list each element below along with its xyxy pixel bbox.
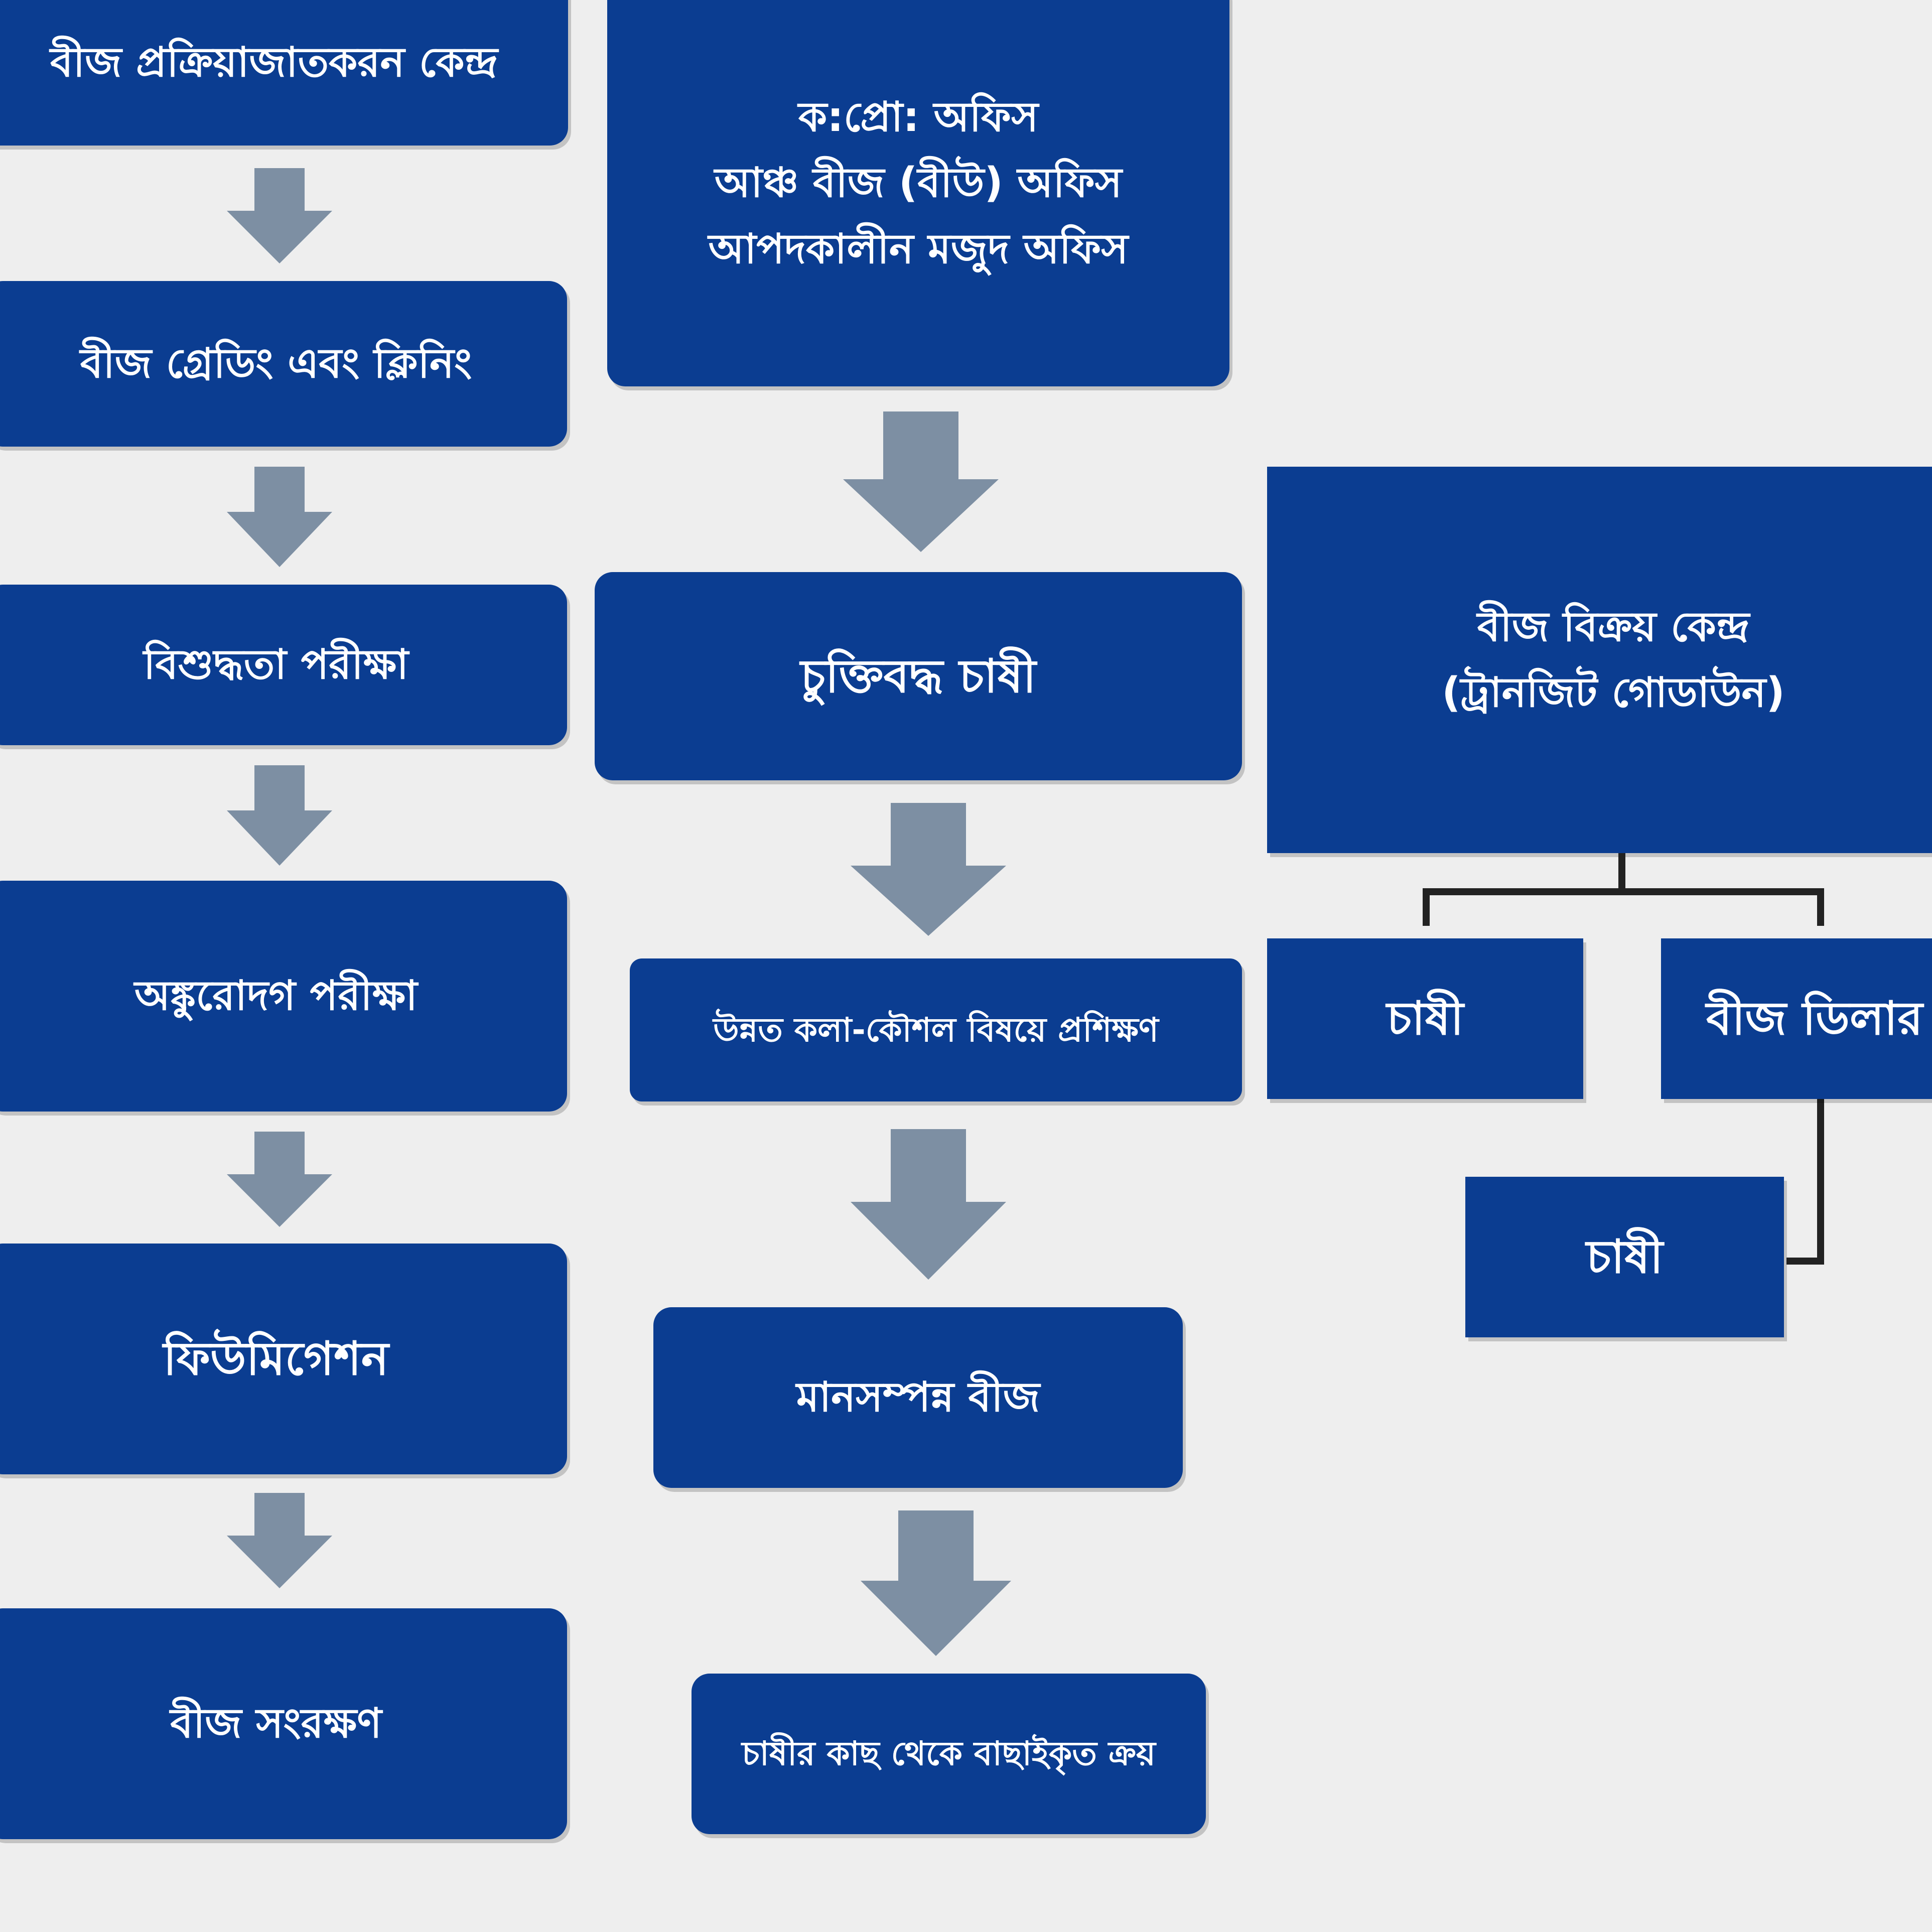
node-label: বীজ প্রক্রিয়াজাতকরন কেন্দ্র <box>50 39 498 87</box>
node-purity-test: বিশুদ্ধতা পরীক্ষা <box>0 585 567 745</box>
node-label: চাষীর কাছ থেকে বাছাইকৃত ক্রয় <box>742 1734 1156 1773</box>
connector-line <box>1618 853 1625 893</box>
arrow-down-icon <box>848 803 1009 936</box>
node-label: উন্নত কলা-কৌশল বিষয়ে প্রশিক্ষণ <box>713 1010 1159 1049</box>
arrow-down-icon <box>224 1493 335 1588</box>
node-training: উন্নত কলা-কৌশল বিষয়ে প্রশিক্ষণ <box>630 958 1242 1101</box>
connector-line <box>1423 888 1430 926</box>
arrow-down-icon <box>224 1132 335 1227</box>
connector-line <box>1817 1099 1824 1265</box>
node-processing-center: বীজ প্রক্রিয়াজাতকরন কেন্দ্র <box>0 0 568 146</box>
node-label: চাষী <box>1586 1230 1664 1284</box>
arrow-down-icon <box>848 1129 1009 1280</box>
node-contract-farmer: চুক্তিবদ্ধ চাষী <box>595 572 1242 780</box>
office-line-2: আঞ্চ বীজ (বীউ) অফিস <box>715 159 1122 207</box>
arrow-down-icon <box>841 411 1001 552</box>
node-label: চাষী <box>1387 992 1464 1046</box>
office-line-3: আপদকালীন মজুদ অফিস <box>708 225 1129 273</box>
node-germination-test: অঙ্কুরোদগ পরীক্ষা <box>0 881 567 1112</box>
arrow-down-icon <box>224 765 335 866</box>
node-label: বীজ গ্রেডিং এবং ক্লিনিং <box>80 340 472 388</box>
node-label: চুক্তিবদ্ধ চাষী <box>800 649 1036 703</box>
office-line-1: ক:প্রো: অফিস <box>798 93 1039 142</box>
arrow-down-icon <box>224 168 335 263</box>
node-seed-storage: বীজ সংরক্ষণ <box>0 1608 567 1839</box>
node-label: অঙ্কুরোদগ পরীক্ষা <box>134 972 418 1020</box>
node-label: ফিউমিগেশন <box>163 1332 389 1386</box>
arrow-down-icon <box>224 467 335 567</box>
node-offices: ক:প্রো: অফিস আঞ্চ বীজ (বীউ) অফিস আপদকালী… <box>607 0 1229 386</box>
node-purchase: চাষীর কাছ থেকে বাছাইকৃত ক্রয় <box>692 1674 1206 1834</box>
node-label: বীজ সংরক্ষণ <box>170 1700 382 1748</box>
node-grading-cleaning: বীজ গ্রেডিং এবং ক্লিনিং <box>0 281 567 447</box>
node-farmer-2: চাষী <box>1465 1177 1784 1337</box>
node-farmer-1: চাষী <box>1267 938 1583 1099</box>
sales-center-line-2: (ট্রানজিট গোডাউন) <box>1442 669 1785 717</box>
node-label: বীজ ডিলার <box>1706 992 1923 1046</box>
arrow-down-icon <box>858 1510 1014 1656</box>
node-label: বিশুদ্ধতা পরীক্ষা <box>143 641 409 689</box>
node-fumigation: ফিউমিগেশন <box>0 1244 567 1474</box>
connector-line <box>1786 1258 1824 1265</box>
node-seed-dealer: বীজ ডিলার <box>1661 938 1932 1099</box>
node-quality-seed: মানসম্পন্ন বীজ <box>653 1307 1183 1488</box>
connector-line <box>1423 888 1824 895</box>
sales-center-line-1: বীজ বিক্রয় কেন্দ্র <box>1477 603 1750 651</box>
node-sales-center: বীজ বিক্রয় কেন্দ্র (ট্রানজিট গোডাউন) <box>1267 467 1932 853</box>
node-label: মানসম্পন্ন বীজ <box>796 1373 1040 1422</box>
connector-line <box>1817 888 1824 926</box>
